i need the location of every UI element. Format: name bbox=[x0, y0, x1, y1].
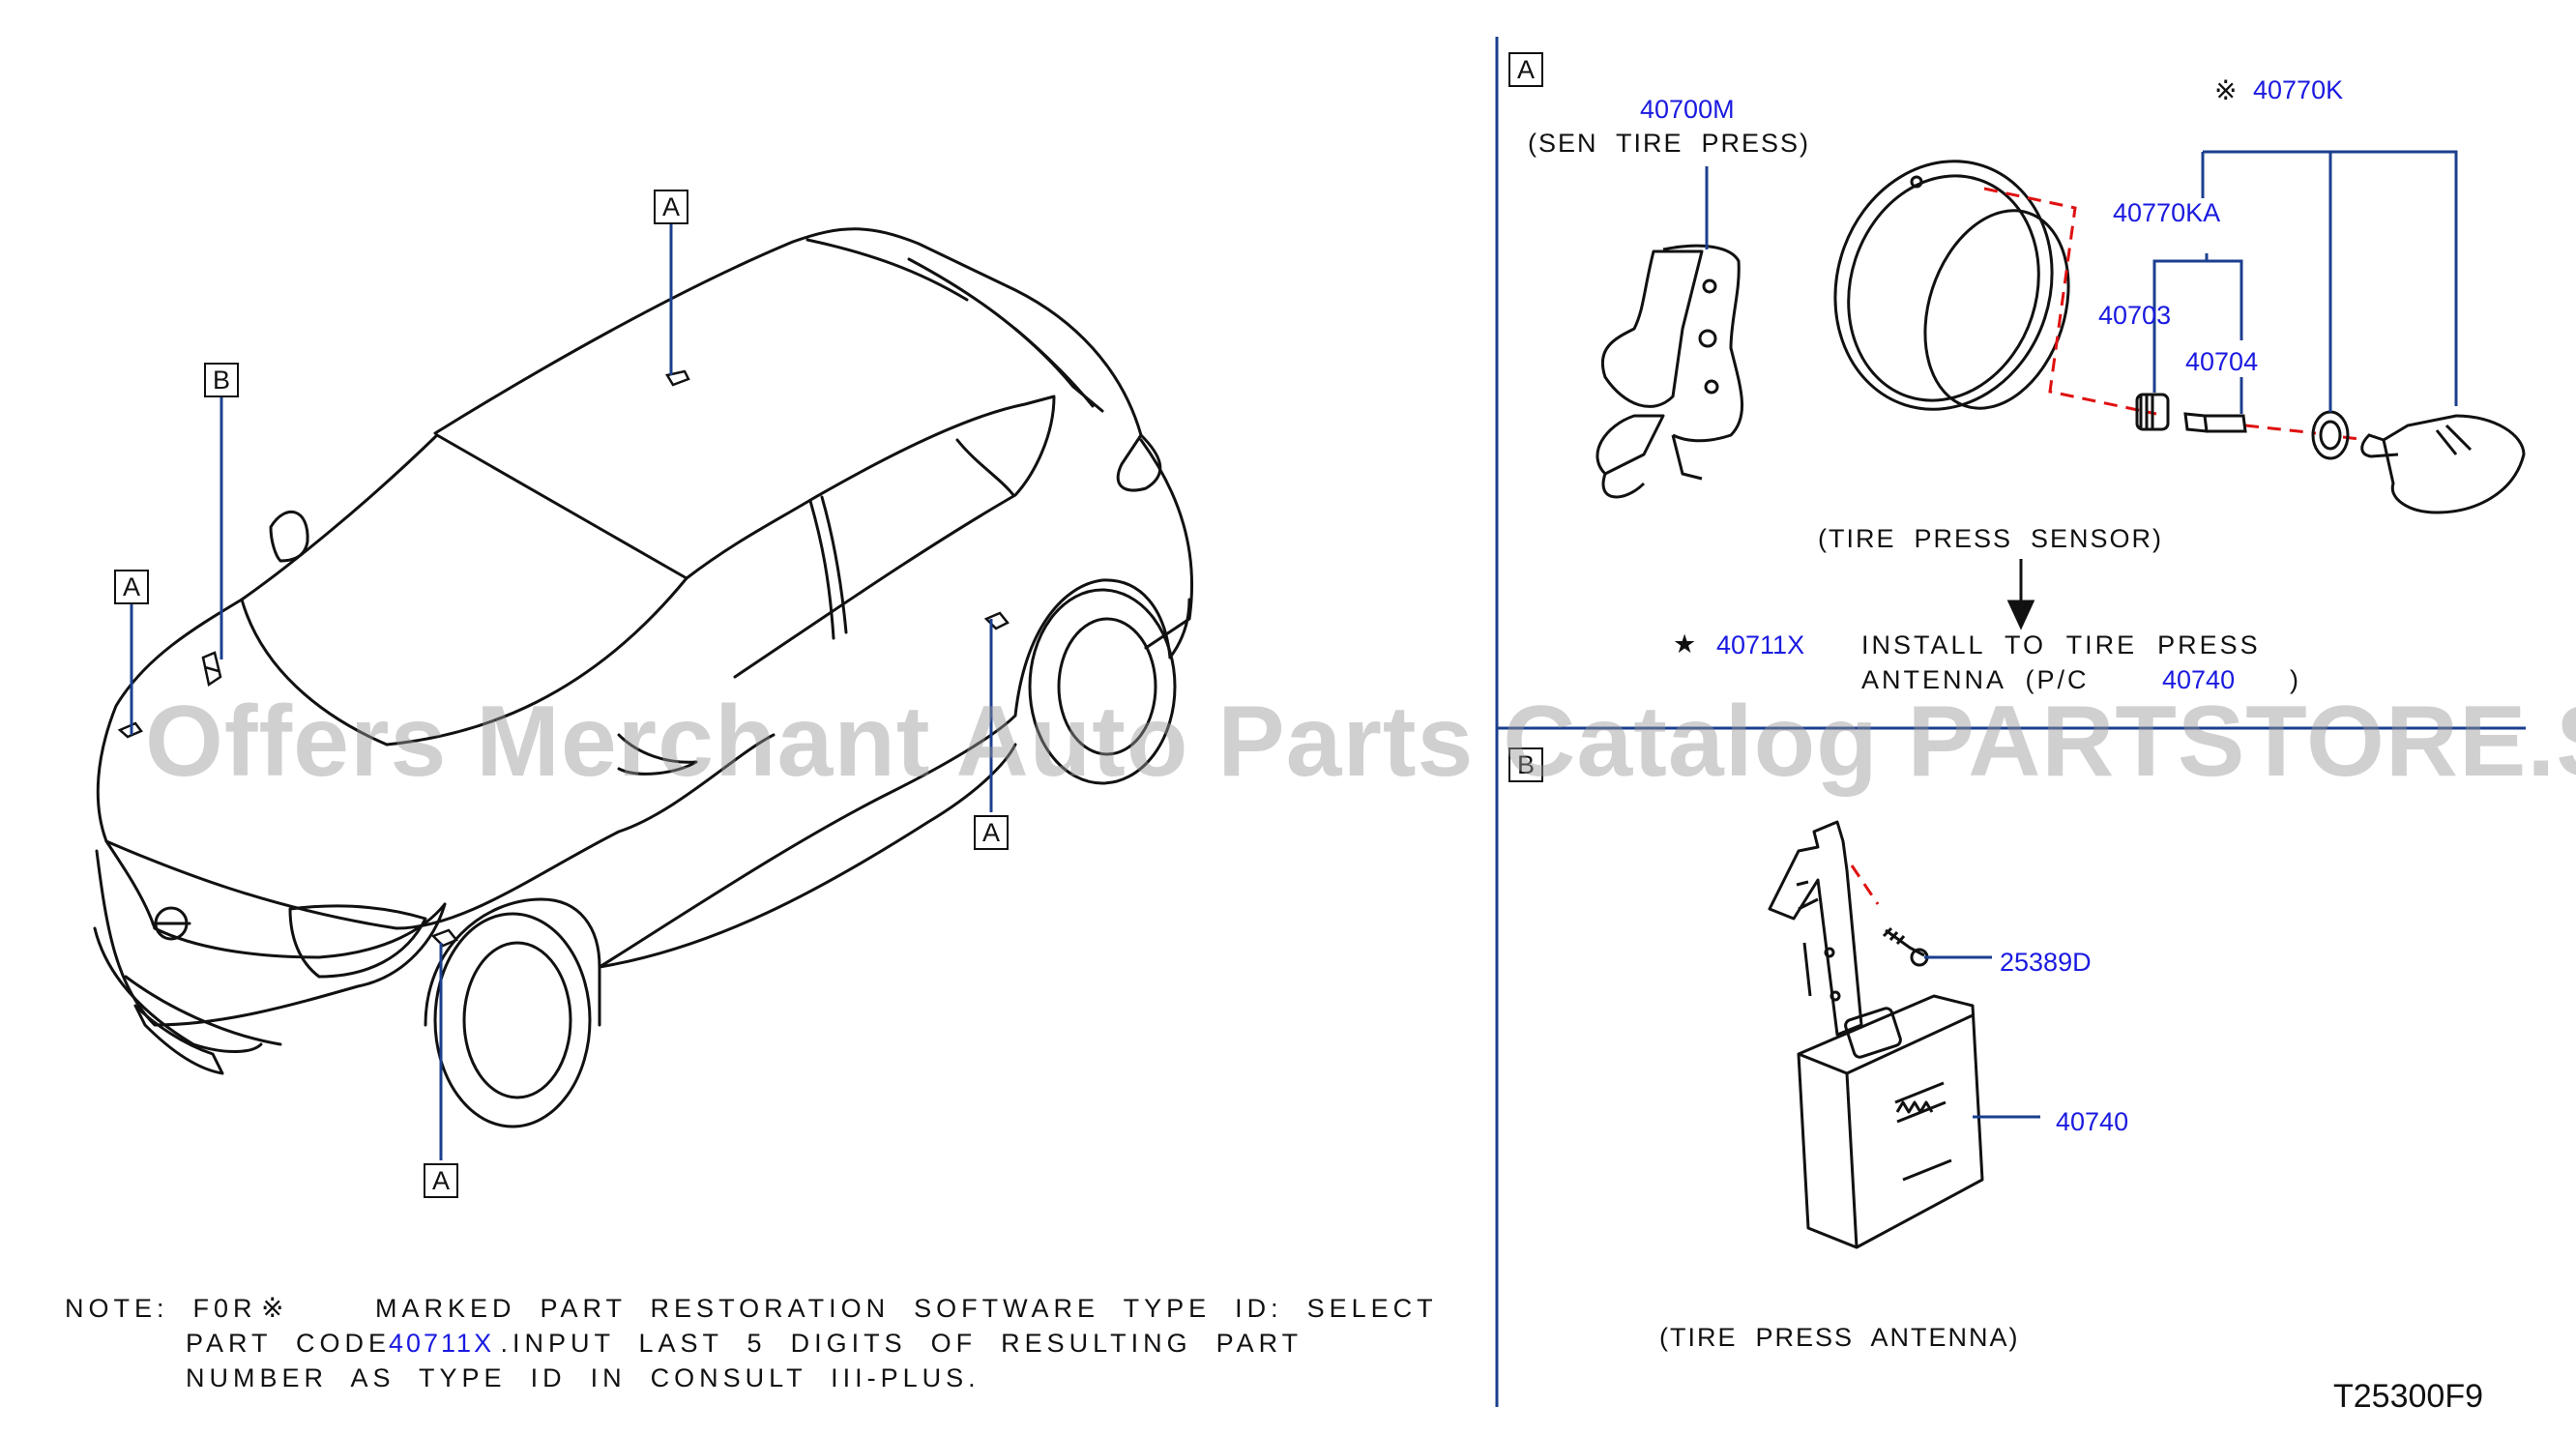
install-text-line1: INSTALL TO TIRE PRESS bbox=[1861, 630, 2261, 659]
part-number-valve-core[interactable]: 40704 bbox=[2185, 347, 2259, 376]
car-illustration bbox=[93, 227, 1193, 1128]
note-part-code[interactable]: 40711X bbox=[389, 1329, 495, 1358]
kit-mark: ※ bbox=[2214, 75, 2238, 105]
grommet bbox=[2311, 410, 2350, 460]
diagram-code: T25300F9 bbox=[2333, 1378, 2483, 1415]
dashed-assembly-lines bbox=[1850, 187, 2360, 905]
part-number-screw[interactable]: 25389D bbox=[2000, 948, 2092, 977]
part-number-install-ref[interactable]: 40740 bbox=[2162, 665, 2236, 694]
section-b-label: B bbox=[1508, 747, 1543, 782]
note-line2-a: PART CODE bbox=[186, 1329, 392, 1358]
callout-box-a-rear: A bbox=[974, 815, 1009, 850]
valve-core bbox=[2183, 412, 2247, 433]
watermark: Offers Merchant Auto Parts Catalog PARTS… bbox=[145, 686, 2576, 798]
down-arrow bbox=[2006, 559, 2035, 630]
part-number-kit[interactable]: 40770K bbox=[2253, 75, 2344, 104]
antenna-bracket-illustration bbox=[1768, 820, 1863, 1037]
tire-press-antenna-caption: (TIRE PRESS ANTENNA) bbox=[1659, 1323, 2020, 1352]
tpms-sensor bbox=[2382, 414, 2526, 514]
front-wheel bbox=[433, 912, 592, 1128]
section-a-leaders bbox=[1705, 150, 2458, 414]
rear-wheel bbox=[1028, 588, 1177, 785]
note-line2-b: .INPUT LAST 5 DIGITS OF RESULTING PART bbox=[488, 1329, 1303, 1358]
part-number-valve-cap[interactable]: 40703 bbox=[2098, 301, 2172, 330]
install-text-line2: ANTENNA (P/C bbox=[1861, 665, 2090, 694]
part-number-antenna[interactable]: 40740 bbox=[2056, 1107, 2129, 1136]
install-text-close: ) bbox=[2290, 665, 2303, 694]
antenna-screw-illustration bbox=[1882, 926, 1929, 967]
sensor-glyphs bbox=[117, 369, 1010, 948]
antenna-module-illustration bbox=[1797, 994, 1984, 1249]
note-line3: NUMBER AS TYPE ID IN CONSULT III-PLUS. bbox=[186, 1363, 981, 1392]
sensor-description: (SEN TIRE PRESS) bbox=[1528, 129, 1811, 158]
part-number-install[interactable]: 40711X bbox=[1716, 630, 1805, 659]
star-mark: ★ bbox=[1673, 630, 1697, 659]
valve-parts-illustration bbox=[2135, 393, 2526, 514]
section-a-label: A bbox=[1508, 52, 1543, 87]
callout-box-a-roof: A bbox=[654, 190, 688, 224]
note-mark: ※ bbox=[261, 1293, 284, 1323]
part-number-sensor[interactable]: 40700M bbox=[1640, 95, 1735, 124]
callout-box-a-front-wheel: A bbox=[424, 1163, 458, 1198]
part-number-subkit[interactable]: 40770KA bbox=[2113, 198, 2221, 227]
wheel-rim-illustration bbox=[1833, 160, 2070, 411]
tire-press-sensor-caption: (TIRE PRESS SENSOR) bbox=[1818, 524, 2164, 553]
section-b-leaders bbox=[1924, 955, 2040, 1119]
car-callout-leaders bbox=[130, 224, 993, 1160]
callout-box-b-antenna: B bbox=[204, 363, 239, 397]
note-prefix: NOTE: F0R bbox=[65, 1294, 257, 1323]
tire-sensor-illustration bbox=[1595, 244, 1743, 499]
callout-box-a-front-left: A bbox=[114, 570, 149, 604]
note-line1: MARKED PART RESTORATION SOFTWARE TYPE ID… bbox=[375, 1294, 1438, 1323]
